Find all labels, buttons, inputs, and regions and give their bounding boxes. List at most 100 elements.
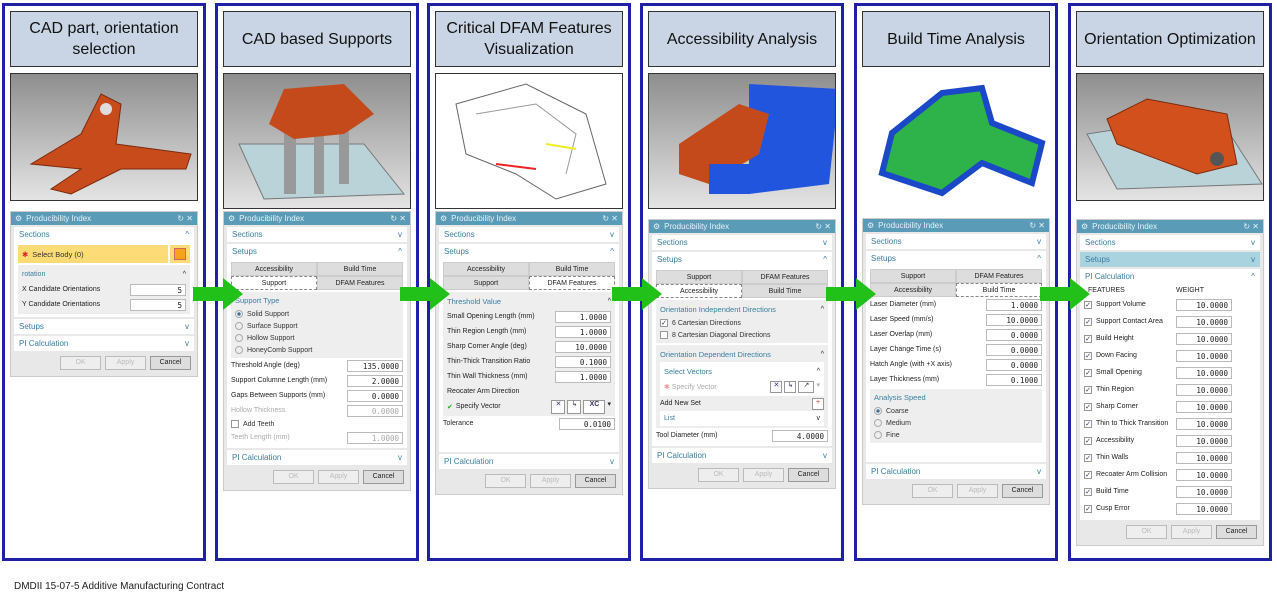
section-setups[interactable]: Setups^: [439, 244, 619, 259]
ok-button[interactable]: OK: [698, 468, 739, 482]
field-input[interactable]: 2.0000: [347, 374, 403, 387]
cancel-button[interactable]: Cancel: [1216, 525, 1257, 539]
feature-checkbox[interactable]: ✓Support Contact Area: [1084, 316, 1176, 328]
tab-support[interactable]: Support: [231, 276, 317, 290]
field-input[interactable]: 0.0000: [347, 389, 403, 402]
radio-option[interactable]: Hollow Support: [235, 332, 399, 344]
vector-dialog-icon[interactable]: ✕: [551, 399, 566, 414]
vector-type-icon[interactable]: ↗: [798, 380, 815, 393]
feature-checkbox[interactable]: ✓Small Opening: [1084, 367, 1176, 379]
apply-button[interactable]: Apply: [530, 474, 571, 488]
radio-option[interactable]: Surface Support: [235, 320, 399, 332]
checkbox[interactable]: ✓: [1084, 470, 1092, 479]
weight-input[interactable]: 10.0000: [1176, 400, 1232, 413]
ok-button[interactable]: OK: [60, 356, 101, 370]
section-setups[interactable]: Setups^: [227, 244, 407, 259]
reset-icon[interactable]: ↻: [177, 214, 185, 223]
checkbox[interactable]: ✓: [1084, 419, 1092, 428]
field-input[interactable]: 0.1000: [986, 373, 1042, 386]
field-input[interactable]: 1.0000: [555, 325, 611, 338]
tool-diameter-input[interactable]: 4.0000: [772, 429, 828, 442]
cancel-button[interactable]: Cancel: [1002, 484, 1043, 498]
dropdown-icon[interactable]: ▾: [607, 400, 611, 408]
checkbox[interactable]: ✓: [1084, 487, 1092, 496]
weight-input[interactable]: 10.0000: [1176, 468, 1232, 481]
section-pi-calculation[interactable]: PI Calculation^: [1080, 269, 1260, 284]
tab-support[interactable]: Support: [443, 276, 529, 290]
close-icon[interactable]: ✕: [824, 222, 831, 231]
tab-dfam-features[interactable]: DFAM Features: [317, 276, 403, 290]
radio-button[interactable]: [874, 419, 882, 427]
radio-button[interactable]: [235, 334, 243, 342]
feature-checkbox[interactable]: ✓Cusp Error: [1084, 503, 1176, 515]
close-icon[interactable]: ✕: [399, 214, 406, 223]
checkbox[interactable]: ✓: [1084, 300, 1092, 309]
field-input[interactable]: 1.0000: [555, 370, 611, 383]
xc-vector-button[interactable]: XC: [583, 399, 606, 414]
dropdown-icon[interactable]: ▾: [816, 381, 820, 389]
tab-accessibility[interactable]: Accessibility: [870, 283, 956, 297]
tab-build-time[interactable]: Build Time: [956, 283, 1042, 297]
weight-input[interactable]: 10.0000: [1176, 434, 1232, 447]
feature-checkbox[interactable]: ✓Sharp Corner: [1084, 401, 1176, 413]
checkbox[interactable]: ✓: [1084, 351, 1092, 360]
feature-checkbox[interactable]: ✓Accessibility: [1084, 435, 1176, 447]
reset-icon[interactable]: ↻: [602, 214, 610, 223]
apply-button[interactable]: Apply: [1171, 525, 1212, 539]
weight-input[interactable]: 10.0000: [1176, 451, 1232, 464]
feature-checkbox[interactable]: ✓Down Facing: [1084, 350, 1176, 362]
checkbox[interactable]: ✓: [1084, 368, 1092, 377]
teeth-length-input[interactable]: 1.0000: [347, 431, 403, 444]
weight-input[interactable]: 10.0000: [1176, 366, 1232, 379]
feature-checkbox[interactable]: ✓Thin to Thick Transition: [1084, 418, 1176, 430]
checkbox[interactable]: ✓: [1084, 402, 1092, 411]
apply-button[interactable]: Apply: [318, 470, 359, 484]
tab-build-time[interactable]: Build Time: [317, 262, 403, 276]
checkbox[interactable]: ✓: [1084, 334, 1092, 343]
radio-option[interactable]: Solid Support: [235, 308, 399, 320]
close-icon[interactable]: ✕: [1038, 221, 1045, 230]
tab-dfam-features[interactable]: DFAM Features: [529, 276, 615, 290]
checkbox[interactable]: ✓: [1084, 317, 1092, 326]
close-icon[interactable]: ✕: [1252, 222, 1259, 231]
vector-axis-icon[interactable]: ↳: [567, 399, 582, 414]
radio-button[interactable]: [874, 407, 882, 415]
vector-axis-icon[interactable]: ↳: [784, 380, 797, 393]
field-input[interactable]: 0.0000: [986, 358, 1042, 371]
radio-option[interactable]: Fine: [874, 429, 1038, 441]
radio-button[interactable]: [874, 431, 882, 439]
feature-checkbox[interactable]: ✓Build Height: [1084, 333, 1176, 345]
apply-button[interactable]: Apply: [957, 484, 998, 498]
feature-checkbox[interactable]: ✓Thin Region: [1084, 384, 1176, 396]
section-setups[interactable]: Setups^: [652, 252, 832, 267]
close-icon[interactable]: ✕: [186, 214, 193, 223]
apply-button[interactable]: Apply: [743, 468, 784, 482]
checkbox[interactable]: ✓: [1084, 453, 1092, 462]
field-input[interactable]: 0.0000: [347, 404, 403, 417]
radio-option[interactable]: Medium: [874, 417, 1038, 429]
section-sections[interactable]: Sections^: [14, 227, 194, 242]
radio-button[interactable]: [235, 322, 243, 330]
vector-dialog-icon[interactable]: ✕: [770, 380, 783, 393]
weight-input[interactable]: 10.0000: [1176, 502, 1232, 515]
tab-dfam-features[interactable]: DFAM Features: [956, 269, 1042, 283]
eight-diagonal-checkbox[interactable]: 8 Cartesian Diagonal Directions: [660, 329, 824, 341]
field-input[interactable]: 0.0000: [986, 343, 1042, 356]
feature-checkbox[interactable]: ✓Build Time: [1084, 486, 1176, 498]
tolerance-input[interactable]: 0.0100: [559, 417, 615, 430]
six-cartesian-checkbox[interactable]: ✓6 Cartesian Directions: [660, 319, 741, 327]
checkbox[interactable]: ✓: [1084, 436, 1092, 445]
tab-support[interactable]: Support: [656, 270, 742, 284]
radio-option[interactable]: Coarse: [874, 405, 1038, 417]
tab-accessibility[interactable]: Accessibility: [656, 284, 742, 298]
ok-button[interactable]: OK: [912, 484, 953, 498]
